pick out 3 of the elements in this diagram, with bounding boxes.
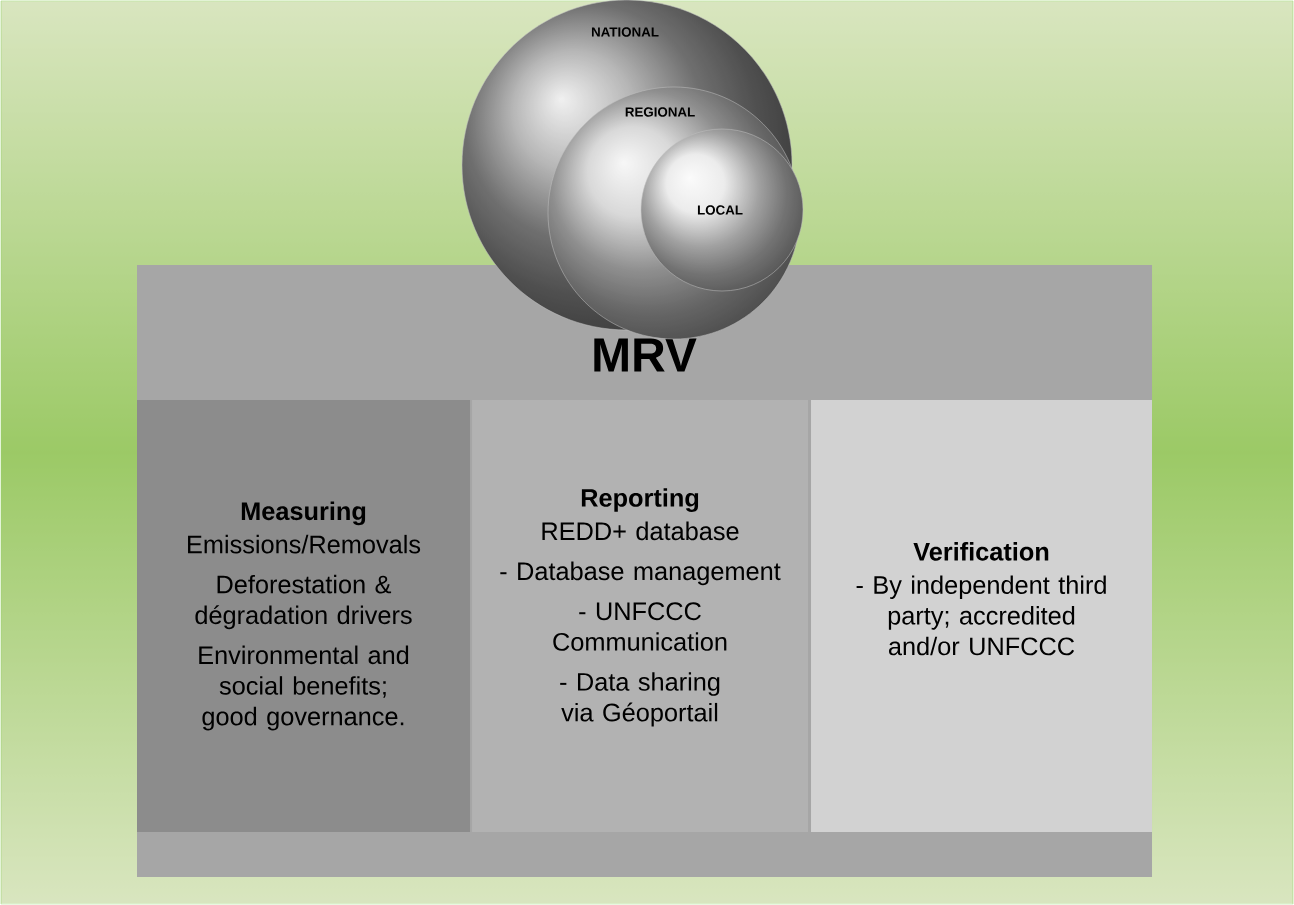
- column-box: Verification - By independent third party; accredited and/or UNFCCC: [811, 400, 1152, 832]
- column-box: Measuring Emissions/Removals Deforestation & dégradation drivers Environmental and social benefits; good governance.: [137, 400, 470, 832]
- column-box: Reporting REDD+ database - Database management - UNFCCC Communication - Data sharing via Géoportail: [472, 400, 808, 832]
